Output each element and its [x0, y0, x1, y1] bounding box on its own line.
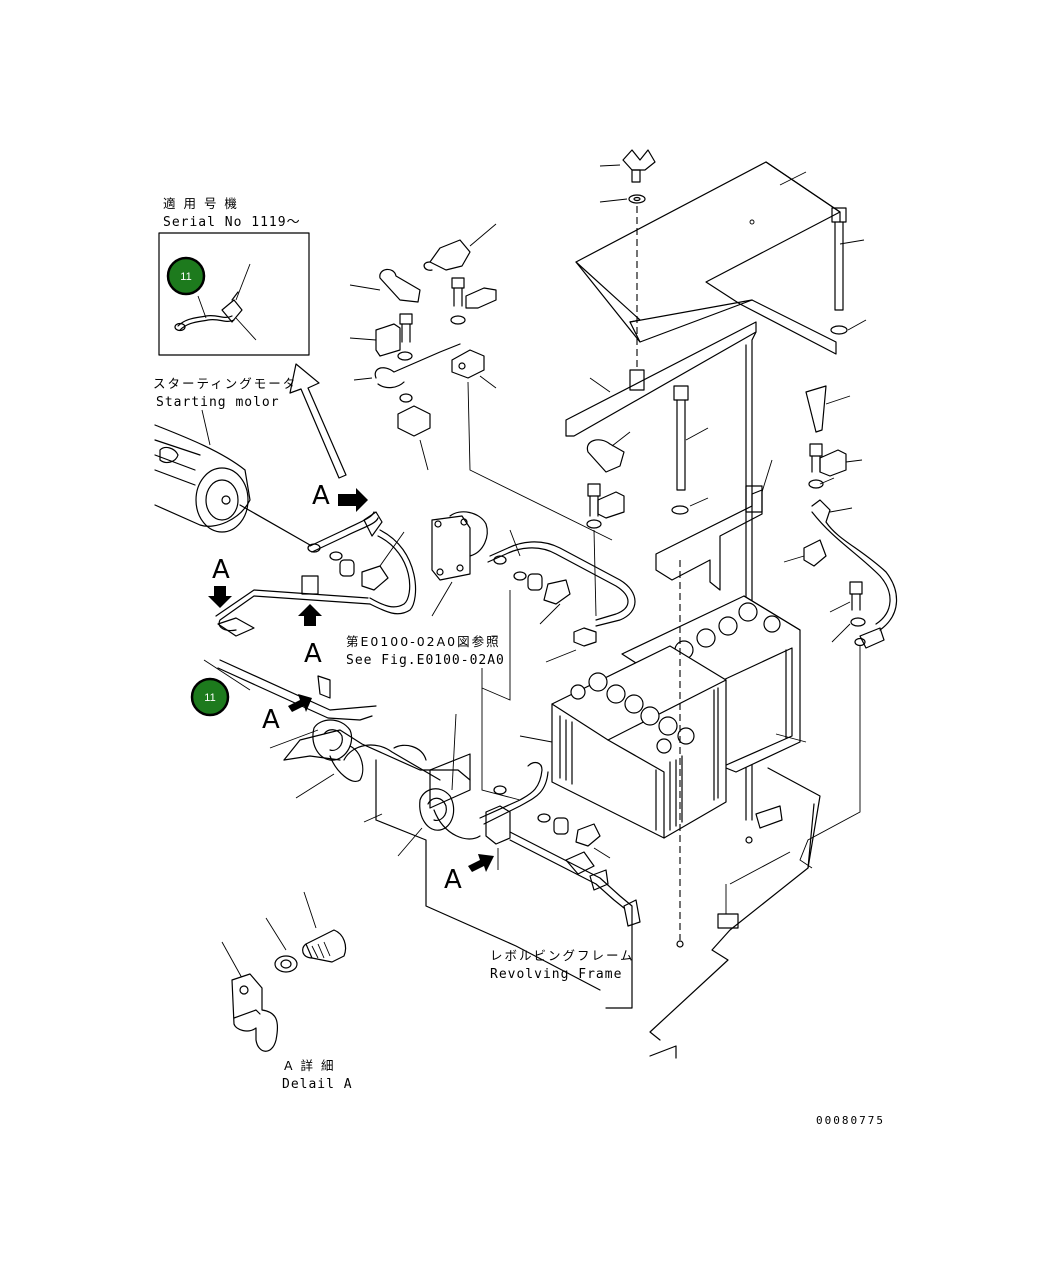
badge-inset-circle: [166, 256, 206, 296]
arrow-a5: [468, 854, 494, 872]
battery-cover-plate: [575, 149, 867, 370]
inset-cable-part: [174, 263, 257, 341]
arrow-a2: [208, 586, 232, 608]
arrow-a3: [298, 604, 322, 626]
view-letter-a1: A: [312, 481, 330, 511]
badge-main-circle: [190, 677, 230, 717]
view-letter-a2: A: [212, 555, 230, 585]
view-letter-a4: A: [262, 705, 280, 735]
callout-badge-inset: 11: [166, 256, 206, 296]
inset-frame: [158, 232, 310, 356]
battery-front: [519, 560, 727, 948]
frame-outline-lower-right: [649, 767, 821, 1059]
starting-motor-label-en: Starting molor: [156, 395, 280, 410]
see-fig-label-en: See Fig.E0100-02A0: [346, 653, 505, 668]
starting-motor: スターティングモータ Starting molor: [153, 376, 311, 546]
detail-label-en: Delail A: [282, 1077, 353, 1092]
revolving-frame-label-en: Revolving Frame: [490, 967, 622, 982]
see-fig-label-jp: 第E0100-02A0図参照: [346, 634, 501, 649]
arrow-a1: [338, 488, 368, 512]
battery-relay: [431, 511, 636, 663]
view-letter-a3: A: [304, 639, 322, 669]
drawing-code: 00080775: [816, 1114, 885, 1127]
detail-label-jp: A 詳 細: [284, 1058, 336, 1073]
terminal-caps: [349, 223, 613, 541]
serial-label-jp: 適 用 号 機: [163, 196, 239, 211]
callout-badge-main: 11: [190, 677, 230, 717]
starting-motor-label-jp: スターティングモータ: [153, 376, 297, 391]
revolving-frame-label-jp: レボルビングフレーム: [490, 948, 635, 963]
badge-inset-text: 11: [180, 271, 191, 283]
starter-cable: [215, 511, 417, 637]
battery-hold-down: [586, 385, 898, 869]
see-fig-callout: 第E0100-02A0図参照 See Fig.E0100-02A0: [346, 590, 521, 801]
detail-a-clamp: A 詳 細 Delail A: [221, 891, 353, 1092]
inset-pointer-arrow: [289, 363, 347, 479]
serial-label-en: Serial No 1119～: [163, 215, 301, 230]
serial-inset: 適 用 号 機 Serial No 1119～: [158, 196, 310, 356]
revolving-frame: [203, 659, 641, 1009]
view-letter-a5: A: [444, 865, 462, 895]
badge-main-text: 11: [204, 692, 215, 704]
